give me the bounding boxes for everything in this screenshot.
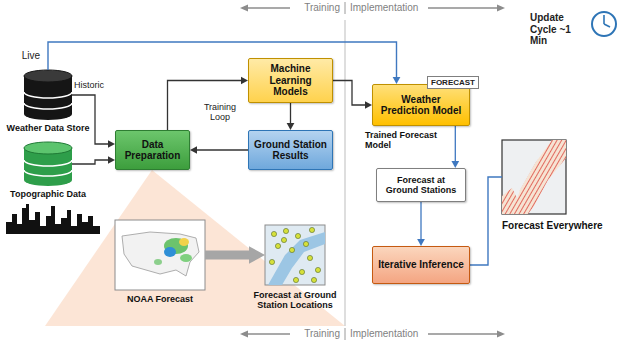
arrowhead: [417, 239, 425, 246]
arrowhead: [108, 140, 115, 148]
city-forecast-map: [502, 140, 566, 214]
data-store: Weather Data Store: [24, 70, 72, 120]
box-text: Machine Learning Models: [253, 63, 328, 98]
caption: Weather Data Store: [5, 123, 91, 133]
caption: Topographic Data: [5, 189, 91, 199]
database-cylinder: [24, 142, 72, 186]
tag-label: FORECAST: [427, 76, 479, 89]
box-text: Weather Prediction Model: [377, 94, 465, 117]
arrowhead: [108, 156, 115, 164]
connector: [72, 95, 109, 144]
connector: [455, 126, 456, 162]
station-map: [265, 225, 325, 285]
text-label: Training: [260, 2, 340, 14]
divider: [345, 2, 346, 14]
arrowhead: [451, 161, 459, 168]
text-label: Implementation: [350, 328, 426, 340]
arrowhead: [249, 246, 265, 264]
connector: [333, 81, 366, 106]
text-label: Update Cycle ~1 Min: [530, 12, 590, 47]
map-image: Forecast Everywhere: [502, 140, 566, 214]
model-box: FORECASTWeather Prediction ModelTrained …: [372, 84, 470, 126]
connector: [205, 251, 250, 260]
box-text: Iterative Inference: [378, 259, 464, 271]
caption: Trained Forecast Model: [365, 130, 445, 151]
process-box: Ground Station Results: [248, 130, 333, 170]
noaa-map: [115, 220, 205, 290]
process-box: Forecast at Ground Stations: [376, 168, 466, 202]
text-label: Training: [260, 328, 340, 340]
database-cylinder: [24, 70, 72, 120]
box-text: Forecast at Ground Stations: [381, 175, 461, 196]
connector: [420, 202, 421, 240]
map-image: Forecast at Ground Station Locations: [265, 225, 325, 285]
data-store: Topographic Data: [24, 142, 72, 186]
arrowhead: [241, 77, 248, 85]
map-image: NOAA Forecast: [115, 220, 205, 290]
arrowhead: [393, 77, 401, 84]
text-label: Live: [14, 50, 40, 62]
process-box: Machine Learning Models: [248, 58, 333, 103]
connector: [196, 149, 248, 150]
connector: [48, 42, 397, 78]
box-text: Data Preparation: [120, 139, 185, 162]
caption: Forecast Everywhere: [502, 220, 618, 232]
clock-icon: [592, 12, 616, 36]
text-label: Training Loop: [196, 102, 244, 123]
caption: Forecast at Ground Station Locations: [249, 290, 341, 311]
divider: [345, 328, 346, 340]
arrowhead: [287, 123, 295, 130]
arrowhead: [365, 101, 372, 109]
divider: [345, 20, 346, 326]
connector: [290, 103, 291, 124]
training-fan: [45, 170, 345, 326]
city-skyline: [6, 204, 100, 234]
box-text: Ground Station Results: [253, 139, 328, 162]
process-box: Iterative Inference: [372, 246, 470, 284]
text-label: Implementation: [350, 2, 426, 14]
text-label: Historic: [74, 80, 118, 90]
connector: [470, 177, 502, 265]
timeline-arrow: [240, 5, 505, 338]
caption: NOAA Forecast: [110, 294, 210, 304]
arrowhead: [190, 146, 197, 154]
connector: [72, 160, 109, 164]
process-box: Data Preparation: [115, 130, 190, 170]
